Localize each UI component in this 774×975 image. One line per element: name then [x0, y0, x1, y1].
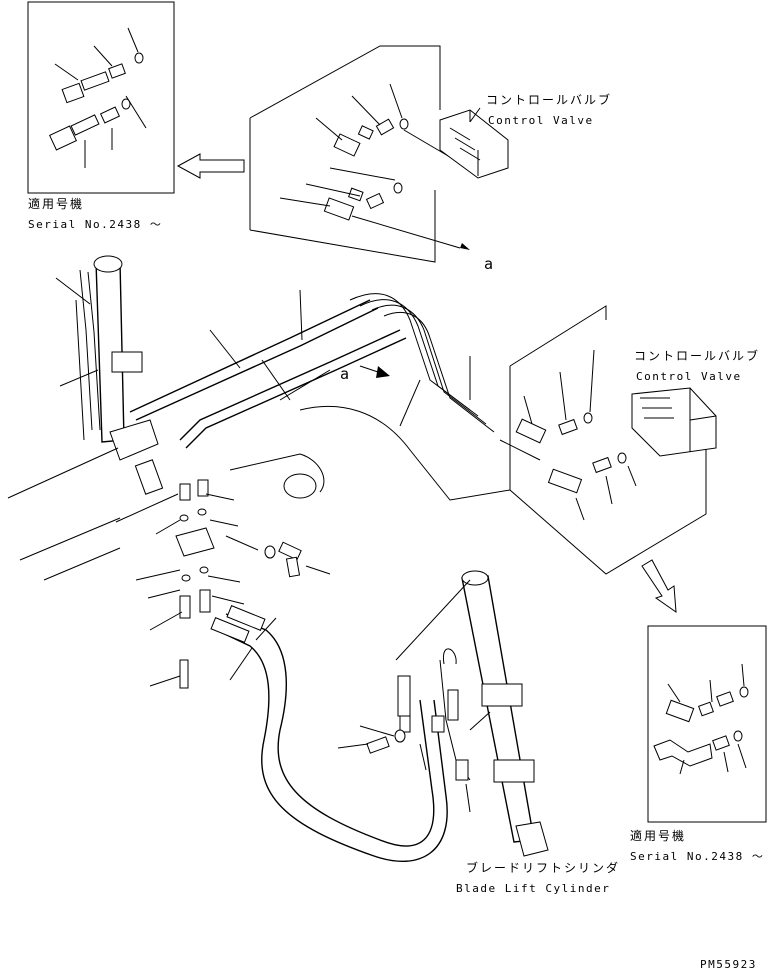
main-assembly — [7, 255, 511, 863]
elbow-fitting-top-left-lower — [48, 98, 131, 151]
control-valve-right-en-label: Control Valve — [636, 370, 742, 383]
applicable-top-jp-label: 適用号機 — [28, 197, 85, 211]
control-valve-right — [631, 387, 717, 457]
control-valve-top — [439, 109, 509, 179]
ref-a-top-label: a — [484, 255, 495, 273]
control-valve-top-en-label: Control Valve — [488, 114, 594, 127]
detail-box-bottom-right — [647, 625, 767, 823]
elbow-fitting-top-left-upper — [61, 52, 144, 104]
bolt-washer — [264, 541, 302, 578]
serial-top-label: Serial No.2438 ～ — [28, 218, 163, 231]
detail-box-top-left — [27, 1, 175, 194]
control-valve-top-jp-label: コントロールバルブ — [486, 93, 613, 107]
hose-assembly — [210, 605, 448, 863]
tee-fitting-cluster — [175, 479, 215, 689]
serial-bottom-label: Serial No.2438 ～ — [630, 850, 765, 863]
arrow-down-right-icon — [641, 559, 677, 614]
selector-valve-block — [109, 419, 164, 495]
arrow-left-icon — [176, 153, 245, 179]
control-valve-right-jp-label: コントロールバルブ — [634, 349, 761, 363]
blade-lift-en-label: Blade Lift Cylinder — [456, 882, 611, 895]
blade-lift-cylinder — [337, 570, 549, 857]
control-valve-plane-right — [499, 305, 717, 575]
vertical-cylinder-left — [75, 255, 143, 443]
blade-lift-jp-label: ブレードリフトシリンダ — [466, 861, 621, 875]
control-valve-plane-top — [249, 45, 509, 263]
drawing-number-label: PM55923 — [700, 958, 757, 971]
applicable-bottom-jp-label: 適用号機 — [630, 829, 687, 843]
ref-a-mid-label: a — [340, 365, 351, 383]
